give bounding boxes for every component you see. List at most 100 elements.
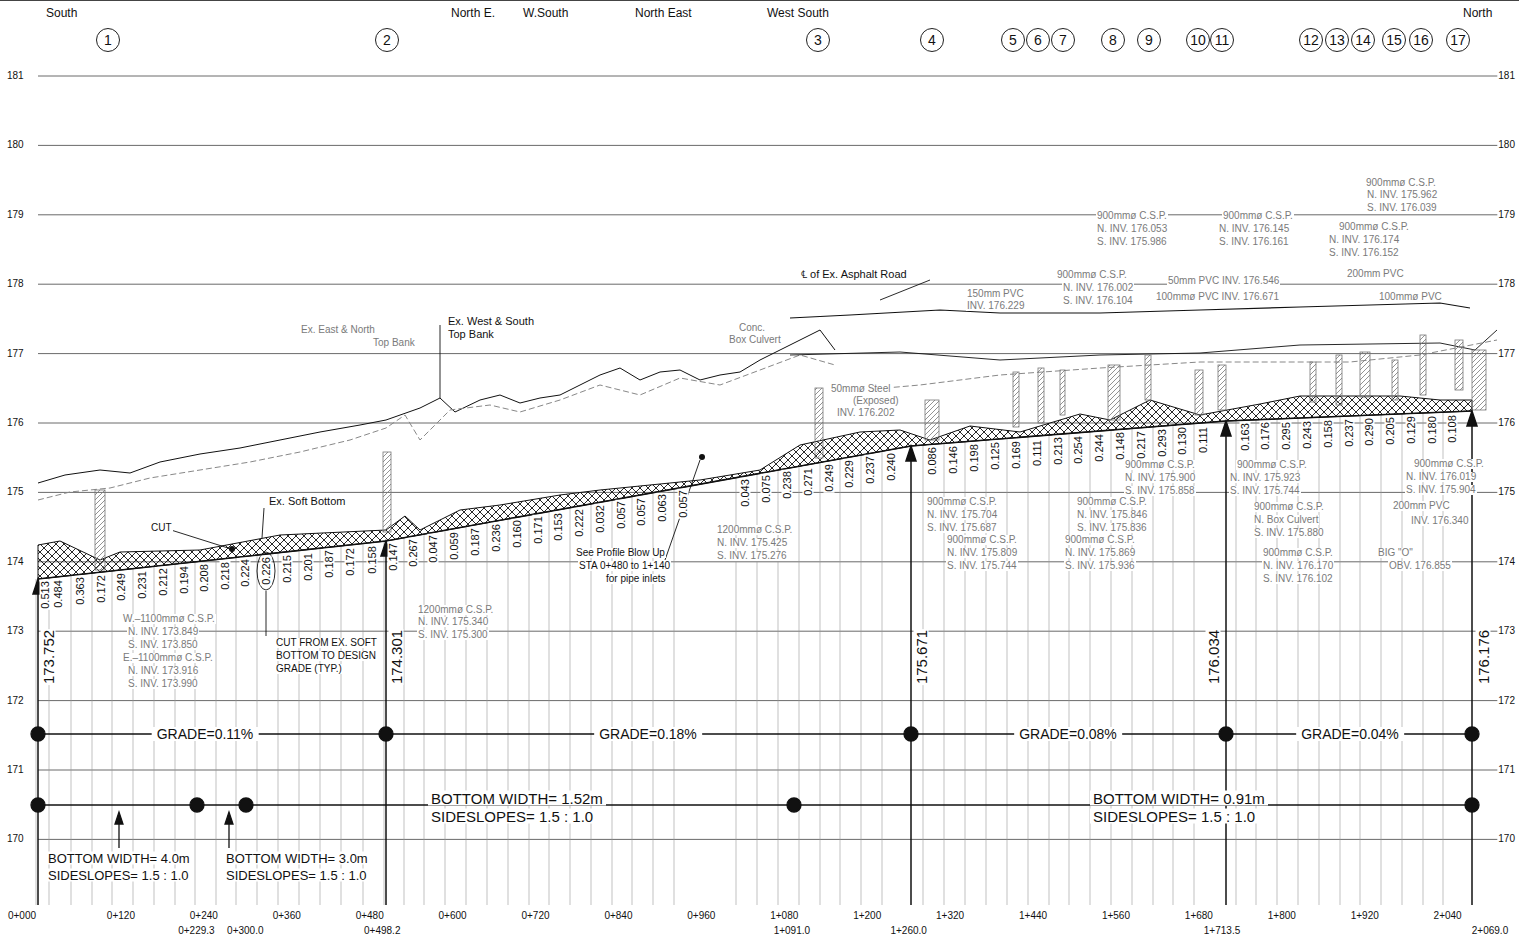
depth-value: 0.249 (824, 463, 835, 493)
callout-circle: 1 (96, 28, 120, 52)
callout-number: 10 (1190, 33, 1206, 47)
depth-value: 0.158 (367, 545, 378, 575)
depth-value: 0.240 (886, 452, 897, 482)
grid-line (529, 515, 530, 905)
grid-line (1319, 417, 1320, 905)
note-label: BOTTOM TO DESIGN (275, 651, 377, 661)
pipe-note: N. INV. 176.019 (1405, 472, 1477, 482)
callout-number: 17 (1450, 33, 1466, 47)
callout-number: 3 (814, 33, 822, 47)
elevation-tick: 178 (6, 279, 25, 289)
grid-line (404, 538, 405, 905)
pipe-note: N. INV. 175.809 (946, 548, 1018, 558)
depth-value: 0.125 (990, 442, 1001, 472)
elevation-tick: 178 (1497, 279, 1516, 289)
callout-number: 12 (1303, 33, 1319, 47)
depth-value: 0.267 (408, 538, 419, 568)
depth-value: 0.163 (1240, 422, 1251, 452)
elevation-tick: 170 (1497, 834, 1516, 844)
direction-label: W.South (522, 7, 569, 19)
station-label: 1+560 (1101, 911, 1131, 921)
callout-number: 1 (104, 33, 112, 47)
callout-number: 2 (383, 33, 391, 47)
pipe-note: INV. 176.340 (1410, 516, 1469, 526)
depth-value: 0.212 (158, 568, 169, 598)
callout-circle: 5 (1001, 28, 1025, 52)
depth-value: 0.130 (1177, 427, 1188, 457)
elevation-tick: 176 (6, 418, 25, 428)
depth-value: 0.086 (927, 447, 938, 477)
direction-label: North (1462, 7, 1493, 19)
pipe-note: N. INV. 173.916 (127, 666, 199, 676)
pipe-note: 1200mmø C.S.P. (716, 525, 793, 535)
pipe-note: 900mmø C.S.P. (946, 535, 1018, 545)
station-label: 0+480 (355, 911, 385, 921)
pipe-note: S. INV. 176.152 (1328, 248, 1400, 258)
depth-value: 0.237 (1344, 418, 1355, 448)
channel-spec: SIDESLOPES= 1.5 : 1.0 (1090, 809, 1258, 824)
depth-value: 0.293 (1157, 428, 1168, 458)
elevation-tick: 171 (1497, 765, 1516, 775)
elevation-tick: 175 (1497, 487, 1516, 497)
pipe-note: 900mmø C.S.P. (1222, 211, 1294, 221)
elevation-tick: 172 (6, 696, 25, 706)
callout-number: 14 (1355, 33, 1371, 47)
grid-line (487, 523, 488, 905)
pipe-note: OBV. 176.855 (1388, 561, 1452, 571)
depth-value: 0.244 (1094, 433, 1105, 463)
depth-value: 0.043 (740, 478, 751, 508)
grid-line (384, 541, 385, 905)
station-label: 0+360 (272, 911, 302, 921)
depth-value: 0.222 (574, 508, 585, 538)
grid-line (1381, 415, 1382, 905)
depth-value: 0.180 (1427, 415, 1438, 445)
callout-number: 6 (1034, 33, 1042, 47)
grade-label: GRADE=0.04% (1296, 727, 1404, 741)
pipe-note: N. INV. 176.002 (1062, 283, 1134, 293)
invert-elevation: 175.671 (914, 629, 929, 685)
pipe-note: 100mmø PVC (1378, 292, 1443, 302)
pipe-note: N. INV. 176.170 (1262, 561, 1334, 571)
depth-value: 0.111 (1198, 426, 1209, 454)
elevation-tick: 180 (1497, 140, 1516, 150)
depth-value: 0.063 (657, 493, 668, 523)
pipe-note: W.–1100mmø C.S.P. (122, 614, 216, 624)
station-label: 1+713.5 (1203, 926, 1241, 936)
grid-line (549, 512, 550, 905)
depth-value: 0.231 (137, 570, 148, 600)
depth-value: 0.108 (1447, 414, 1458, 444)
callout-number: 13 (1329, 33, 1345, 47)
depth-value: 0.229 (844, 459, 855, 489)
pipe-note: 900mmø C.S.P. (1253, 502, 1325, 512)
pipe-note: S. INV. 175.836 (1076, 523, 1148, 533)
depth-value: 0.187 (324, 549, 335, 579)
callout-number: 16 (1413, 33, 1429, 47)
pipe-note: 900mmø C.S.P. (1056, 270, 1128, 280)
callout-number: 4 (928, 33, 936, 47)
depth-value: 0.218 (220, 561, 231, 591)
pipe-note: BIG "O" (1377, 548, 1414, 558)
elevation-tick: 171 (6, 765, 25, 775)
pipe-note: Conc. (738, 323, 766, 333)
depth-value: 0.160 (512, 520, 523, 550)
callout-circle: 12 (1299, 28, 1323, 52)
pipe-note: S. INV. 175.276 (716, 551, 788, 561)
grid-line (1007, 438, 1008, 905)
note-label: CUT FROM EX. SOFT (275, 638, 378, 648)
pipe-note: 900mmø C.S.P. (926, 497, 998, 507)
pipe-note: 50mm PVC INV. 176.546 (1167, 276, 1280, 286)
callout-circle: 13 (1325, 28, 1349, 52)
pipe-note: 1200mmø C.S.P. (417, 605, 494, 615)
grade-label: GRADE=0.08% (1014, 727, 1122, 741)
direction-label: West South (766, 7, 830, 19)
callout-circle: 8 (1101, 28, 1125, 52)
callout-number: 7 (1059, 33, 1067, 47)
pipe-note: N. INV. 176.145 (1218, 224, 1290, 234)
depth-value: 0.148 (1115, 432, 1126, 462)
channel-spec: SIDESLOPES= 1.5 : 1.0 (223, 869, 370, 882)
callout-circle: 2 (375, 28, 399, 52)
depth-value: 0.271 (803, 467, 814, 497)
pipe-note: 100mmø PVC INV. 176.671 (1155, 292, 1280, 302)
grid-line (861, 455, 862, 905)
callout-circle: 7 (1051, 28, 1075, 52)
